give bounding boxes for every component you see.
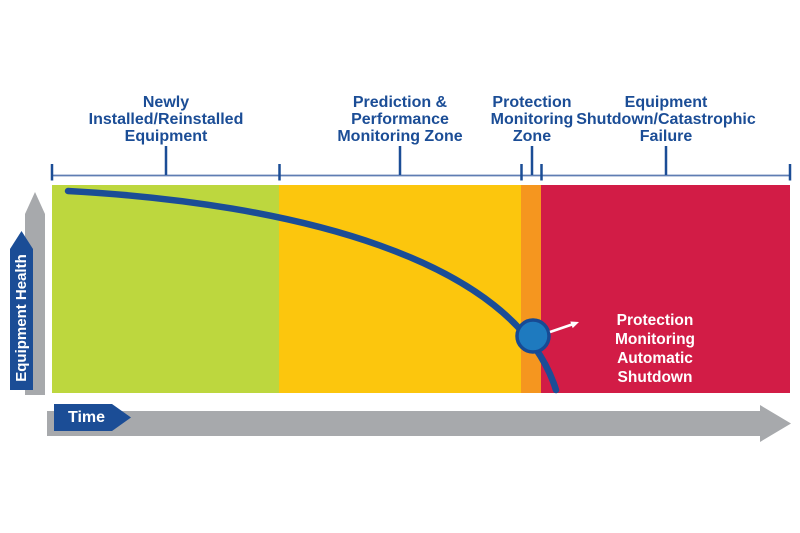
callout-arrow-line [549, 323, 573, 334]
zone-label-protection-monitoring: Protection Monitoring Zone [490, 94, 574, 145]
callout-arrow-head [570, 321, 579, 329]
zone-label-prediction-performance: Prediction & Performance Monitoring Zone [337, 94, 463, 145]
zone-label-newly-installed: Newly Installed/Reinstalled Equipment [88, 94, 244, 145]
x-axis-label: Time [68, 409, 106, 426]
bracket-boundary-ticks [50, 164, 792, 181]
y-axis-blue-arrow [10, 231, 33, 390]
zone-band-prediction-performance [279, 185, 521, 393]
x-axis-blue-arrow [54, 404, 131, 431]
x-axis-gray-arrow [47, 405, 791, 442]
y-axis-label: Equipment Health [13, 254, 30, 382]
zone-band-newly-installed [52, 185, 279, 393]
zone-label-shutdown-failure: Equipment Shutdown/Catastrophic Failure [576, 94, 756, 145]
bracket-label-ticks [164, 146, 668, 175]
health-curve [64, 187, 560, 394]
zone-band-shutdown-failure [541, 185, 790, 393]
annotation-automatic-shutdown: Protection Monitoring Automatic Shutdown [614, 312, 696, 386]
shutdown-marker-dot [515, 318, 551, 354]
